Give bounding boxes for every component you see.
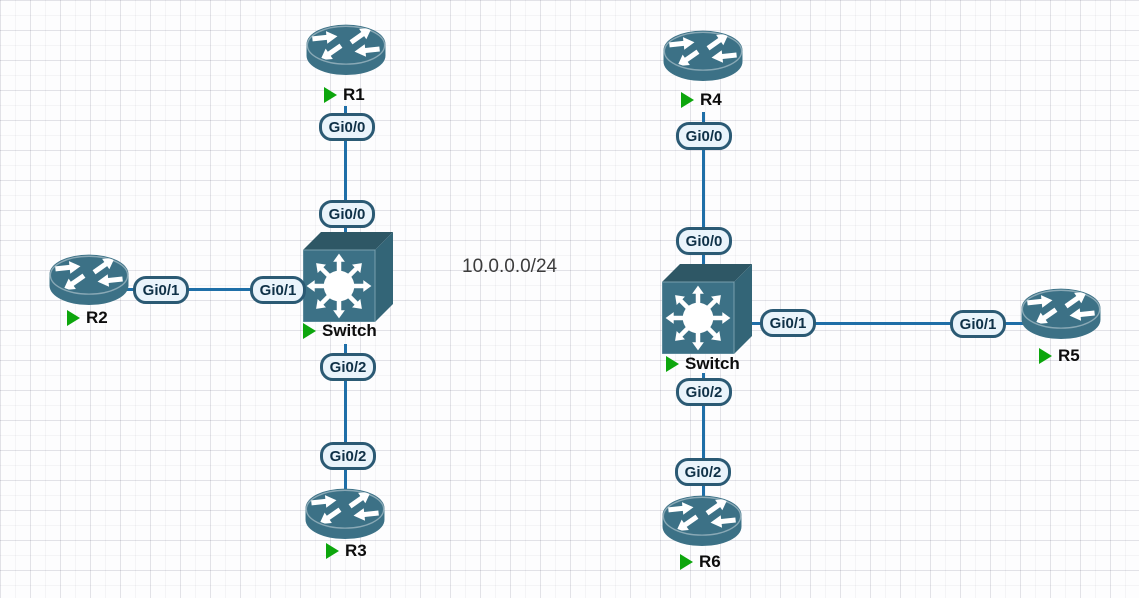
if-label-switch-left-gi0-1[interactable]: Gi0/1 [250,276,306,304]
link-r4-switch-right[interactable] [702,112,705,284]
node-label-r6[interactable]: R6 [680,552,721,572]
node-r1[interactable] [304,22,388,76]
router-icon [303,486,387,540]
if-label-r6-gi0-2[interactable]: Gi0/2 [675,458,731,486]
node-label-text: R5 [1058,346,1080,365]
router-icon [1019,286,1103,340]
running-status-icon [326,543,339,559]
if-label-switch-left-gi0-0[interactable]: Gi0/0 [319,200,375,228]
link-r2-switch-left[interactable] [125,288,310,291]
link-switch-right-r5[interactable] [736,322,1030,325]
node-label-r2[interactable]: R2 [67,308,108,328]
node-r6[interactable] [660,493,744,547]
node-label-r5[interactable]: R5 [1039,346,1080,366]
node-switch-left[interactable] [303,232,393,322]
if-label-r4-gi0-0[interactable]: Gi0/0 [676,122,732,150]
if-label-switch-left-gi0-2[interactable]: Gi0/2 [320,353,376,381]
node-label-r1[interactable]: R1 [324,85,365,105]
running-status-icon [324,87,337,103]
router-icon [47,252,131,306]
router-icon [304,22,388,76]
node-r3[interactable] [303,486,387,540]
running-status-icon [1039,348,1052,364]
if-label-switch-right-gi0-2[interactable]: Gi0/2 [676,378,732,406]
running-status-icon [303,323,316,339]
if-label-switch-right-gi0-1[interactable]: Gi0/1 [760,309,816,337]
link-switch-left-r3[interactable] [344,344,347,496]
if-label-r2-gi0-1[interactable]: Gi0/1 [133,276,189,304]
running-status-icon [67,310,80,326]
link-r1-switch-left[interactable] [344,106,347,258]
node-label-text: R1 [343,85,365,104]
node-label-text: R2 [86,308,108,327]
switch-icon [303,232,393,322]
switch-icon [662,264,752,354]
if-label-r3-gi0-2[interactable]: Gi0/2 [320,442,376,470]
node-r4[interactable] [661,28,745,82]
node-label-r3[interactable]: R3 [326,541,367,561]
node-label-text: R6 [699,552,721,571]
node-label-text: Switch [322,321,377,340]
node-label-switch-right[interactable]: Switch [666,354,740,374]
if-label-r5-gi0-1[interactable]: Gi0/1 [950,310,1006,338]
if-label-r1-gi0-0[interactable]: Gi0/0 [319,113,375,141]
if-label-switch-right-gi0-0[interactable]: Gi0/0 [676,227,732,255]
network-note[interactable]: 10.0.0.0/24 [462,256,558,277]
node-label-switch-left[interactable]: Switch [303,321,377,341]
running-status-icon [666,356,679,372]
link-switch-right-r6[interactable] [702,373,705,500]
node-label-text: R3 [345,541,367,560]
running-status-icon [680,554,693,570]
node-r2[interactable] [47,252,131,306]
router-icon [661,28,745,82]
node-r5[interactable] [1019,286,1103,340]
node-switch-right[interactable] [662,264,752,354]
node-label-r4[interactable]: R4 [681,90,722,110]
router-icon [660,493,744,547]
node-label-text: R4 [700,90,722,109]
running-status-icon [681,92,694,108]
node-label-text: Switch [685,354,740,373]
